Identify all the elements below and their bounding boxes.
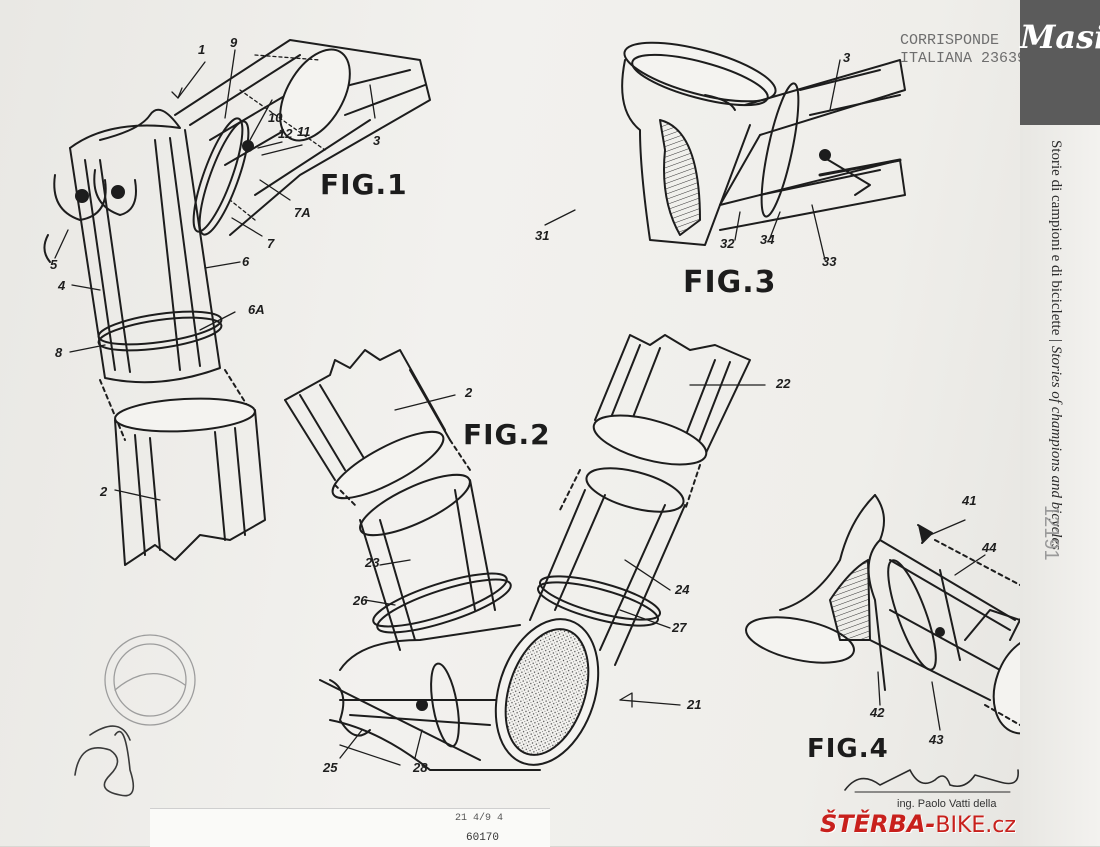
fig1-title: FIG.1 — [320, 168, 408, 201]
callout-1: 1 — [198, 42, 206, 57]
fig2-leader-lines — [339, 384, 766, 759]
callout-44: 44 — [982, 540, 997, 555]
callout-25: 25 — [323, 760, 338, 775]
fig2-down-tube — [559, 334, 751, 511]
handwritten-number: 12191 — [1040, 505, 1062, 561]
book-title-it: Storie di campioni e di biciclette — [1048, 140, 1064, 336]
fig4-lug — [745, 494, 1020, 735]
stamp-line-2: ITALIANA 23639 — [900, 50, 1027, 67]
callout-2-fig2: 2 — [465, 385, 473, 400]
callout-32: 32 — [720, 236, 735, 251]
callout-23: 23 — [365, 555, 380, 570]
fig3-lug — [544, 41, 906, 261]
callout-28: 28 — [413, 760, 428, 775]
watermark-main: ŠTĚRBA- — [820, 810, 936, 838]
fig4-title: FIG.4 — [807, 734, 889, 764]
watermark-domain: BIKE.cz — [935, 813, 1016, 838]
callout-41: 41 — [962, 493, 977, 508]
callout-27: 27 — [672, 620, 687, 635]
callout-24: 24 — [675, 582, 690, 597]
callout-34: 34 — [760, 232, 775, 247]
callout-4: 4 — [58, 278, 66, 293]
callout-7: 7 — [267, 236, 275, 251]
round-seal — [104, 634, 196, 726]
fig1-lug-body — [43, 108, 254, 384]
callout-5: 5 — [50, 257, 58, 272]
callout-10: 10 — [268, 110, 283, 125]
callout-26: 26 — [353, 593, 368, 608]
callout-33: 33 — [822, 254, 837, 269]
callout-11: 11 — [297, 124, 311, 139]
callout-3-fig1: 3 — [373, 133, 381, 148]
callout-21: 21 — [687, 697, 702, 712]
callout-43: 43 — [929, 732, 944, 747]
fig2-bottom-bracket — [319, 467, 686, 771]
callout-7A: 7A — [294, 205, 311, 220]
callout-9: 9 — [230, 35, 238, 50]
callout-6A: 6A — [248, 302, 265, 317]
correspondence-stamp: CORRISPONDE ITALIANA 23639 — [900, 32, 1026, 68]
engineer-signature — [844, 769, 1019, 793]
fig2-seat-tube — [284, 349, 471, 506]
fig2-title: FIG.2 — [463, 418, 551, 451]
initial-signature — [74, 725, 135, 797]
reference-label — [150, 808, 550, 847]
book-sidebar — [1020, 0, 1100, 846]
fig3-title: FIG.3 — [683, 265, 777, 300]
engineer-name: ing. Paolo Vatti della — [897, 798, 997, 810]
reference-code-top: 21 4/9 4 — [455, 813, 504, 824]
book-title-separator: | — [1048, 339, 1064, 343]
callout-31: 31 — [535, 228, 550, 243]
book-title: Storie di campioni e di biciclette | Sto… — [1047, 140, 1064, 550]
fig1-leader-lines — [54, 49, 376, 501]
patent-drawing — [43, 39, 1020, 797]
callout-42: 42 — [870, 705, 885, 720]
callout-8: 8 — [55, 345, 63, 360]
reference-code-bottom: 60170 — [466, 832, 500, 844]
callout-22-fig2: 22 — [776, 376, 791, 391]
sterba-bike-watermark: ŠTĚRBA-BIKE.cz — [820, 810, 1016, 838]
brand-tab — [1020, 0, 1100, 125]
callout-3-fig3: 3 — [843, 50, 851, 65]
callout-12: 12 — [278, 126, 293, 141]
fig1-seat-tube-2 — [114, 397, 266, 566]
callout-6: 6 — [242, 254, 250, 269]
stamp-line-1: CORRISPONDE — [900, 32, 1000, 49]
masi-logo: Masi — [1020, 18, 1100, 56]
callout-2-fig1: 2 — [100, 484, 108, 499]
